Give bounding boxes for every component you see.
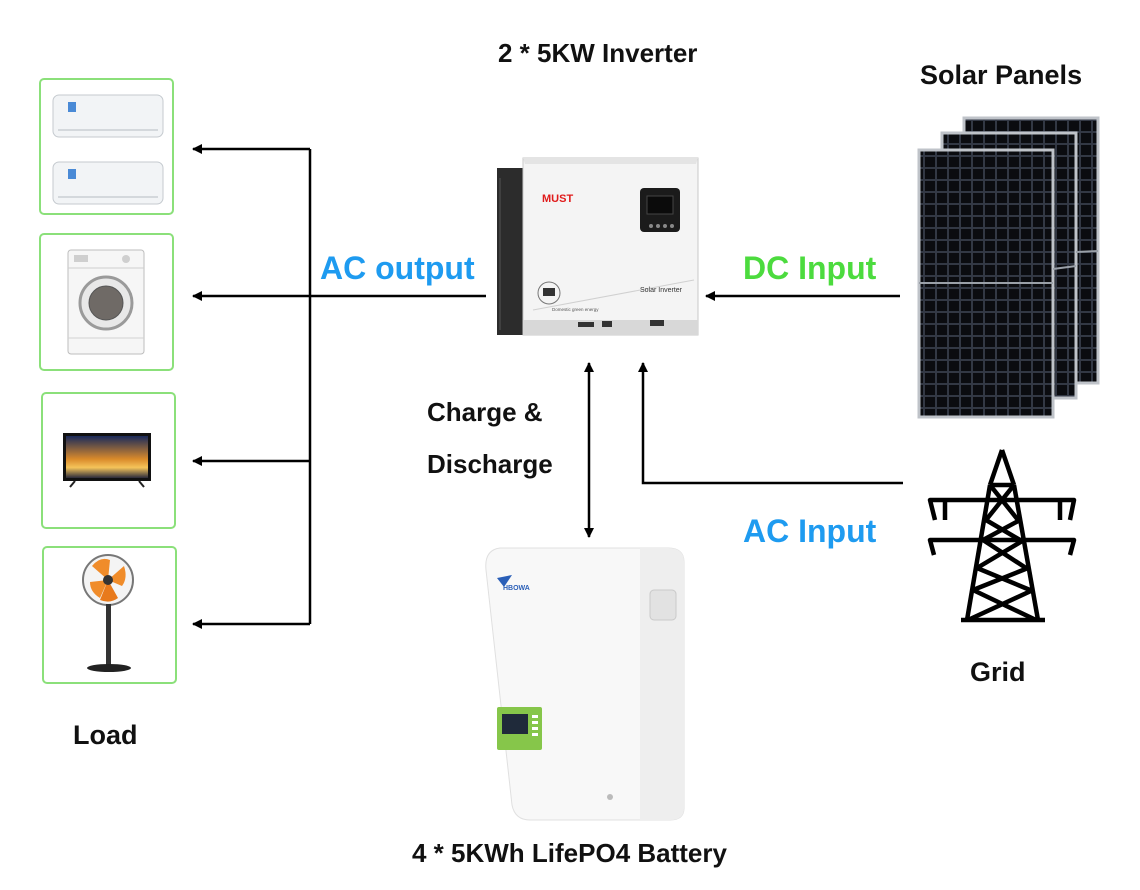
charge-label: Charge & [427, 397, 543, 427]
discharge-label: Discharge [427, 449, 553, 479]
inverter-tagline: Domestic green energy [552, 307, 599, 312]
inverter-image: MUST Solar Inverter Domestic green energ… [497, 157, 699, 336]
inverter-model-label: Solar Inverter [640, 287, 683, 294]
washing-machine-image [67, 249, 145, 355]
solar-panels-title: Solar Panels [920, 60, 1083, 90]
ac-input-label: AC Input [743, 513, 877, 549]
transmission-tower-icon [927, 449, 1077, 623]
inverter-brand: MUST [542, 193, 573, 205]
grid-title: Grid [970, 657, 1026, 687]
battery-image: HBOWA [485, 547, 685, 821]
solar-panels-image [917, 116, 1100, 419]
ac-output-label: AC output [320, 250, 475, 286]
fan-image [82, 554, 134, 672]
air-conditioner-image [52, 94, 164, 205]
load-title: Load [73, 720, 138, 750]
load-bus [192, 144, 486, 629]
dc-input-label: DC Input [743, 250, 877, 286]
battery-title: 4 * 5KWh LifePO4 Battery [412, 838, 727, 868]
ac-input-arrow [638, 362, 903, 485]
inverter-title: 2 * 5KW Inverter [498, 38, 698, 68]
battery-brand: HBOWA [503, 585, 530, 592]
tv-image [63, 433, 151, 488]
